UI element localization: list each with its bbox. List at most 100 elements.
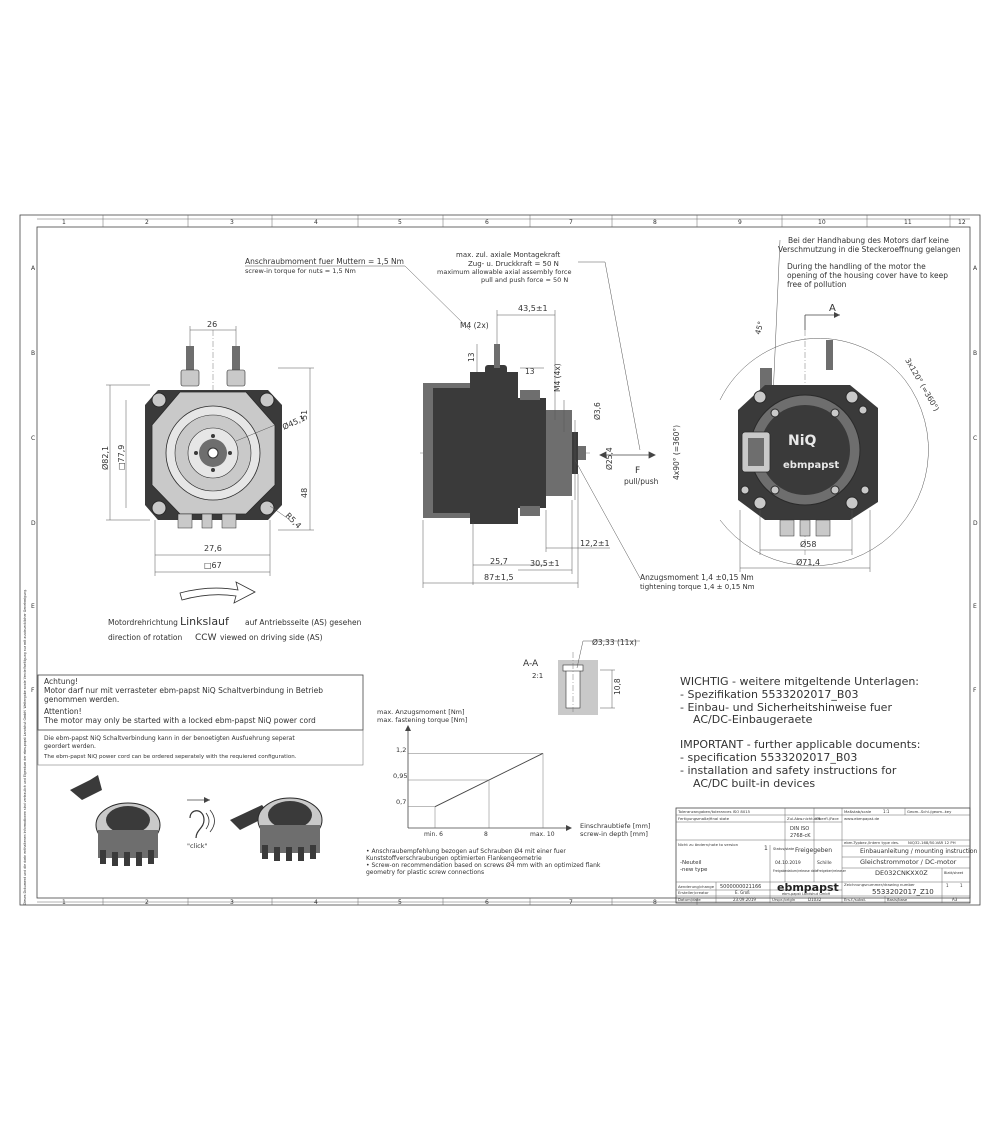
tb-origin: D1032	[808, 897, 822, 902]
tb-freig: Freigabedatum/release date	[773, 869, 818, 873]
angle-4x90: 4x90° (=360°)	[672, 425, 681, 480]
handling-note-de1: Bei der Handhabung des Motors darf keine	[788, 236, 949, 245]
margin-confidentiality-note: Dieses Dokument und die darin enthaltene…	[23, 589, 27, 905]
col-label-bottom-6: 6	[485, 899, 489, 906]
col-label-2: 2	[145, 219, 149, 226]
connector-illustration: "click"	[70, 775, 323, 866]
tb-typ-label: ebm-Typbez./Intern type des.	[844, 840, 899, 845]
col-label-5: 5	[398, 219, 402, 226]
dim-d82: Ø82,1	[100, 446, 110, 470]
dim-m4-4x: M4 (4x)	[553, 363, 562, 392]
dim-m4-2x: M4 (2x)	[460, 321, 489, 330]
important-de2: - Einbau- und Sicherheitshinweise fuer	[680, 701, 892, 714]
click-arrow-icon	[187, 797, 210, 803]
row-label-E: E	[31, 603, 35, 610]
important-de3: AC/DC-Einbaugeraete	[693, 713, 813, 726]
tb-title1: Einbauanleitung / mounting instruction	[860, 848, 978, 855]
tb-surface: Fertigungsmaße/final state	[678, 816, 730, 821]
tb-geom: Geom.-Schl./geom.-key	[907, 809, 952, 814]
tb-allg: Zul.Abw.nicht.diff.	[787, 816, 821, 821]
graph-note-4: geometry for plastic screw connections	[366, 869, 484, 876]
tb-company: ebmpapst	[777, 881, 839, 894]
graph-ytick-3: 0,7	[396, 798, 406, 806]
click-label: "click"	[187, 842, 208, 850]
dim-d58: Ø58	[800, 539, 816, 549]
dim-67: □67	[204, 561, 222, 570]
graph-note-1: • Anschraubempfehlung bezogen auf Schrau…	[366, 848, 566, 855]
col-label-bottom-5: 5	[398, 899, 402, 906]
col-label-11: 11	[904, 219, 912, 226]
row-label-A-right: A	[973, 265, 978, 272]
row-label-B-right: B	[973, 350, 977, 357]
drawing-frame: 1 2 3 4 5 6 7 8 9 10 11 12 1 2 3 4 5 6 7…	[19, 214, 981, 906]
tb-din2: 2768-cK	[790, 833, 811, 839]
important-en1: - specification 5533202017_B03	[680, 751, 857, 764]
tb-sheet: 1	[946, 883, 949, 888]
dim-d714: Ø71,4	[796, 557, 820, 567]
cord-note-de2: geordert werden.	[44, 743, 96, 750]
important-en2: - installation and safety instructions f…	[680, 764, 897, 777]
graph-plot	[408, 752, 544, 828]
axial-force-en1: maximum allowable axial assembly force	[437, 268, 571, 276]
graph-xlabel-de: Einschraubtiefe [mm]	[580, 822, 650, 830]
rear-logo-brand: ebmpapst	[783, 460, 839, 471]
graph-xtick-2: 8	[484, 831, 488, 838]
dim-d36: Ø3,6	[593, 402, 602, 420]
important-de-title: WICHTIG - weitere mitgeltende Unterlagen…	[680, 675, 919, 688]
row-label-F: F	[31, 687, 35, 694]
tb-ers-label: Ers.f./subst.	[844, 897, 866, 902]
col-label-bottom-2: 2	[145, 899, 149, 906]
col-label-bottom-8: 8	[653, 899, 657, 906]
nut-torque-de: Anschraubmoment fuer Muttern = 1,5 Nm	[245, 257, 404, 266]
cord-note-de1: Die ebm-papst NiQ Schaltverbindung kann …	[44, 735, 295, 742]
angle-3x120: 3x120° (=360°)	[903, 357, 941, 413]
col-label-bottom-4: 4	[314, 899, 318, 906]
tb-new-en: -new type	[680, 867, 708, 873]
tb-date: 23.09.2019	[733, 897, 756, 902]
important-de1: - Spezifikation 5533202017_B03	[680, 688, 858, 701]
rear-view: Bei der Handhabung des Motors darf keine…	[672, 236, 961, 572]
rotation-info: Motordrehrichtung Linkslauf auf Antriebs…	[108, 581, 362, 643]
tb-order: 5000000021166	[720, 884, 761, 890]
graph-note-3: • Screw-on recommendation based on screw…	[366, 862, 601, 869]
dim-257: 25,7	[490, 557, 508, 566]
tb-company2: ebm-papst Landshut GmbH	[782, 892, 831, 896]
tb-rev: 1	[764, 845, 768, 852]
rotation-en-key: CCW	[195, 633, 217, 643]
col-label-4: 4	[314, 219, 318, 226]
col-label-9: 9	[738, 219, 742, 226]
row-label-F-right: F	[973, 687, 977, 694]
nut-torque-en: screw-in torque for nuts = 1,5 Nm	[245, 267, 356, 275]
dim-305: 30,5±1	[530, 559, 560, 568]
rotation-de-prefix: Motordrehrichtung	[108, 618, 178, 627]
dim-13a: 13	[467, 352, 476, 362]
ear-icon	[189, 809, 215, 839]
tb-scale: 1:1	[883, 809, 890, 814]
graph-ytick-2: 0,95	[393, 772, 407, 780]
tb-title2: Gleichstrommotor / DC-motor	[860, 858, 957, 866]
warning-de1: Motor darf nur mit verrasteter ebm-papst…	[44, 686, 323, 695]
tb-date-label: Datum/date	[678, 897, 701, 902]
graph-note-2: Kunststoffverschraubungen optimierten Fl…	[366, 855, 542, 862]
important-documents: WICHTIG - weitere mitgeltende Unterlagen…	[680, 675, 920, 790]
tb-creator: E. Groß	[735, 890, 750, 895]
row-label-C-right: C	[973, 435, 977, 442]
tb-change-label: Nicht zu ändern/note to version	[678, 842, 739, 847]
dim-13b: 13	[525, 367, 535, 376]
tb-status-label: Status/state	[773, 847, 794, 851]
section-marker-a: A	[829, 303, 836, 314]
warning-title: Achtung!	[44, 677, 78, 686]
rotation-de-key: Linkslauf	[180, 615, 230, 628]
axial-force-de1: max. zul. axiale Montagekraft	[456, 251, 560, 259]
col-label-1: 1	[62, 219, 66, 226]
tb-origin-label: Urspr./origin	[772, 897, 796, 902]
dim-d254: Ø25,4	[605, 447, 614, 470]
dim-122: 12,2±1	[580, 539, 610, 548]
dim-276: 27,6	[204, 544, 222, 553]
angle-45: 45°	[753, 320, 765, 335]
row-label-B: B	[31, 350, 35, 357]
row-label-E-right: E	[973, 603, 977, 610]
torque-chart: max. Anzugsmoment [Nm] max. fastening to…	[366, 708, 650, 876]
tb-din: DIN ISO	[790, 826, 809, 832]
graph-xtick-3: max. 10	[530, 831, 555, 838]
